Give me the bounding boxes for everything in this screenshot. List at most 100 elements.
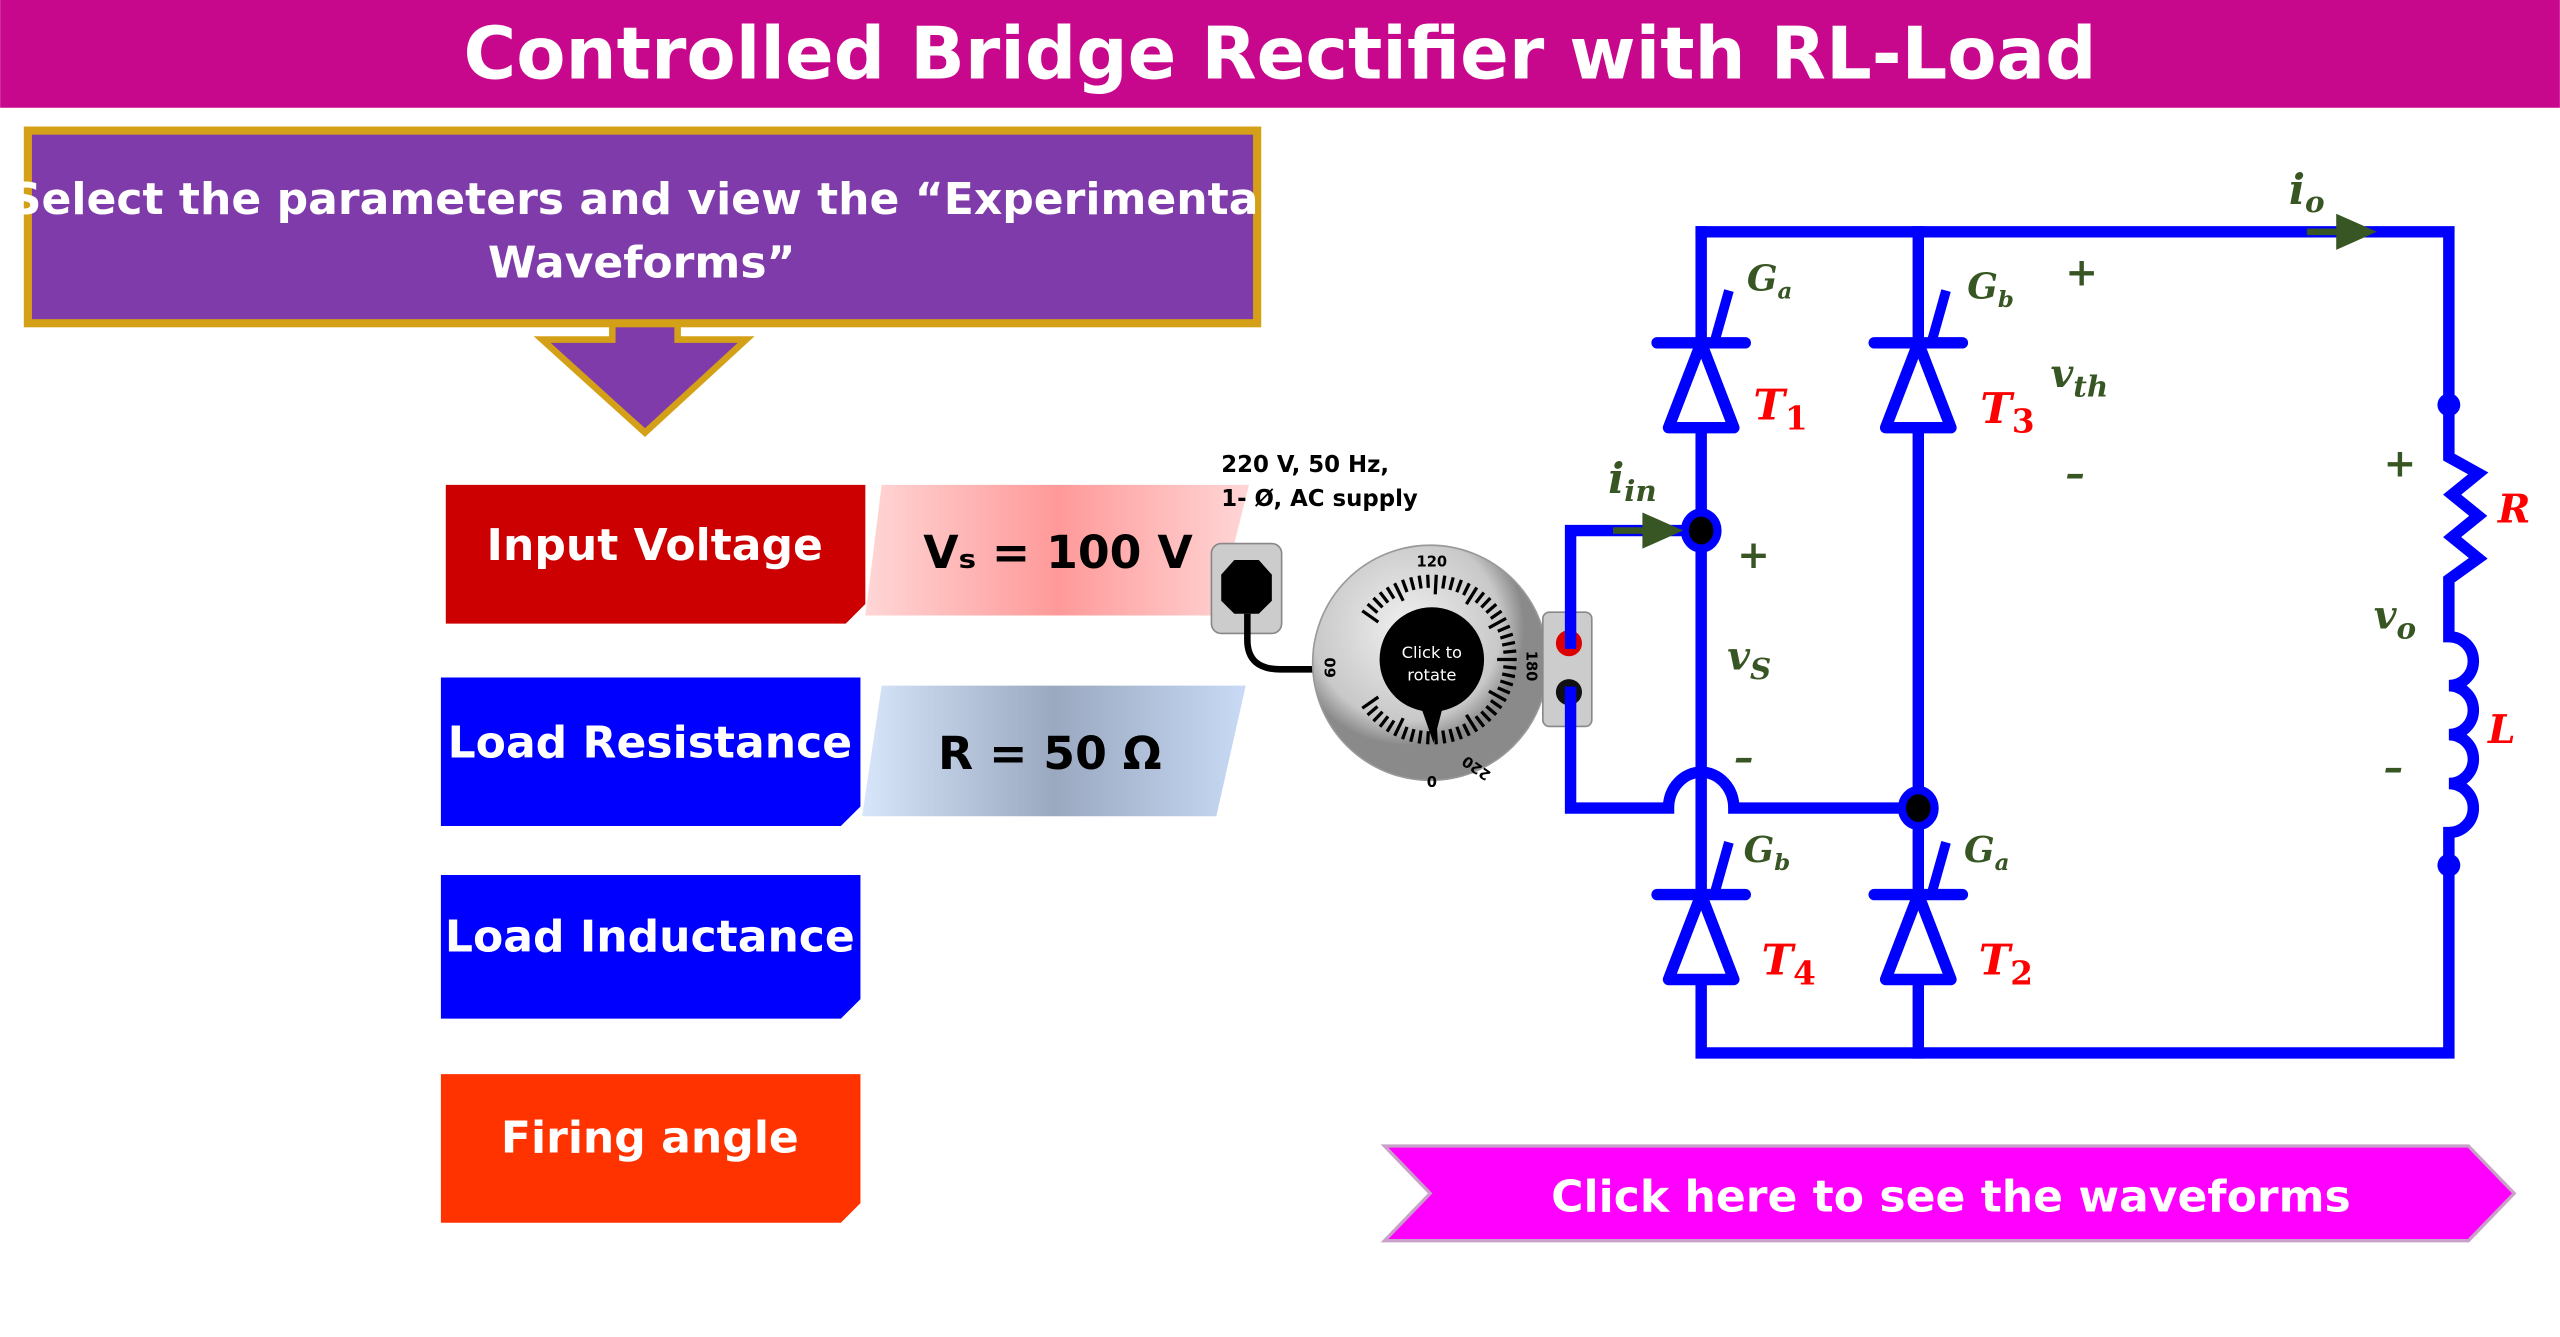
load-inductance-button[interactable]: Load Inductance — [440, 875, 861, 1019]
svg-text:–: – — [1734, 735, 1754, 781]
dial-tick — [1501, 672, 1516, 679]
dial-tick — [1426, 731, 1430, 745]
dial-tick — [1485, 603, 1498, 615]
input-voltage-value-box — [865, 484, 1249, 616]
supply-label-1: 220 V, 50 Hz, — [1221, 452, 1389, 478]
dial-tick — [1409, 576, 1416, 591]
dial-tick — [1455, 579, 1463, 593]
dial-center-text-1: Click to — [1402, 643, 1462, 662]
dial-tick — [1499, 632, 1514, 640]
dial-tick — [1409, 728, 1416, 743]
svg-text:–: – — [2384, 744, 2404, 790]
dial-tick — [1393, 582, 1405, 602]
dial-tick — [1503, 649, 1517, 654]
dial-tick — [1465, 714, 1479, 733]
dial-tick — [1501, 640, 1516, 647]
rl-load — [2443, 399, 2489, 871]
inductor-label: L — [2487, 707, 2516, 753]
svg-text:vo: vo — [2374, 593, 2416, 646]
dial-tick — [1497, 686, 1511, 695]
current-arrow-icon — [1613, 512, 1684, 549]
dial-scale-ticks — [1361, 574, 1517, 745]
svg-text:T3: T3 — [1980, 384, 2034, 441]
dial-tick — [1393, 717, 1405, 737]
svg-text:+: + — [2065, 250, 2098, 296]
dial-tick — [1462, 723, 1471, 737]
dial-tick — [1378, 591, 1390, 604]
dial-center-text-2: rotate — [1407, 666, 1456, 685]
supply-label-2: 1- Ø, AC supply — [1221, 486, 1418, 512]
dial-tick — [1361, 695, 1380, 710]
svg-text:vth: vth — [2051, 351, 2109, 404]
input-voltage-button[interactable]: Input Voltage — [445, 484, 866, 624]
dial-tick — [1462, 582, 1471, 596]
dial-tick — [1441, 730, 1447, 744]
dial-label-0: 0 — [1427, 774, 1437, 791]
svg-text:Gb: Gb — [1967, 266, 2014, 313]
dial-label-120: 120 — [1416, 553, 1447, 570]
load-resistance-button[interactable]: Load Resistance — [440, 677, 861, 827]
power-socket-icon — [1210, 542, 1320, 673]
dial-tick — [1465, 586, 1479, 606]
see-waveforms-button[interactable]: Click here to see the waveforms — [1380, 1144, 2517, 1243]
down-arrow-icon — [533, 315, 755, 438]
dial-tick — [1499, 679, 1514, 687]
firing-angle-button[interactable]: Firing angle — [440, 1074, 861, 1223]
dial-tick — [1372, 710, 1384, 723]
bridge-circuit: iin io vS vth vo + – + – + – Ga Gb Gb Ga… — [1564, 165, 2531, 1059]
load-resistance-label: Load Resistance — [448, 717, 853, 768]
dial-tick — [1485, 705, 1498, 717]
dial-tick — [1366, 602, 1379, 614]
dial-tick — [1448, 576, 1455, 591]
dial-tick — [1400, 579, 1409, 593]
svg-text:iin: iin — [1608, 454, 1657, 508]
dial-tick — [1474, 591, 1486, 604]
dial-tick — [1480, 596, 1492, 609]
svg-text:T4: T4 — [1762, 936, 1816, 993]
dial-tick — [1441, 575, 1447, 589]
svg-text:+: + — [2384, 441, 2417, 487]
dial-tick — [1372, 596, 1384, 609]
dial-tick — [1378, 715, 1390, 728]
svg-text:Ga: Ga — [1964, 829, 2009, 876]
dial-tick — [1489, 699, 1503, 710]
dial-tick — [1385, 586, 1396, 600]
page-title: Controlled Bridge Rectifier with RL-Load — [464, 11, 2097, 95]
instruction-line-2: Waveforms” — [488, 238, 796, 289]
see-waveforms-label: Click here to see the waveforms — [1551, 1171, 2351, 1222]
thyristor-icon — [1651, 289, 1751, 434]
thyristor-icon — [1868, 289, 1969, 434]
dial-tick — [1474, 715, 1486, 728]
dial-pointer-icon — [1420, 705, 1444, 743]
svg-text:Gb: Gb — [1744, 829, 1791, 876]
dial-tick — [1361, 609, 1380, 624]
instruction-line-1: Select the parameters and view the “Expe… — [10, 174, 1274, 225]
svg-text:T2: T2 — [1979, 936, 2033, 993]
autotransformer-dial[interactable]: Click to rotate 0 60 120 180 220 — [1311, 544, 1549, 791]
dial-tick — [1488, 689, 1507, 703]
dial-tick — [1417, 575, 1423, 589]
dial-tick — [1426, 574, 1430, 588]
dial-tick — [1366, 705, 1379, 717]
load-inductance-label: Load Inductance — [445, 912, 855, 963]
resistor-label: R — [2497, 486, 2531, 532]
load-resistance-value-box — [862, 685, 1246, 817]
title-bar: Controlled Bridge Rectifier with RL-Load — [0, 0, 2560, 108]
firing-angle-label: Firing angle — [501, 1113, 799, 1164]
svg-text:vS: vS — [1727, 633, 1771, 686]
node-dot — [1680, 508, 1722, 553]
dial-tick — [1480, 710, 1492, 723]
dial-tick — [1400, 726, 1409, 740]
dial-tick — [1417, 730, 1423, 744]
thyristors — [1651, 289, 1969, 986]
dial-tick — [1497, 624, 1511, 633]
thyristor-icon — [1651, 841, 1751, 986]
input-voltage-value: Vₛ = 100 V — [923, 526, 1193, 579]
dial-tick — [1503, 665, 1517, 670]
current-arrow-icon — [2306, 213, 2377, 250]
thyristor-icon — [1868, 841, 1969, 986]
dial-label-60: 60 — [1323, 657, 1340, 677]
dial-tick — [1489, 609, 1503, 620]
dial-tick — [1385, 719, 1396, 733]
